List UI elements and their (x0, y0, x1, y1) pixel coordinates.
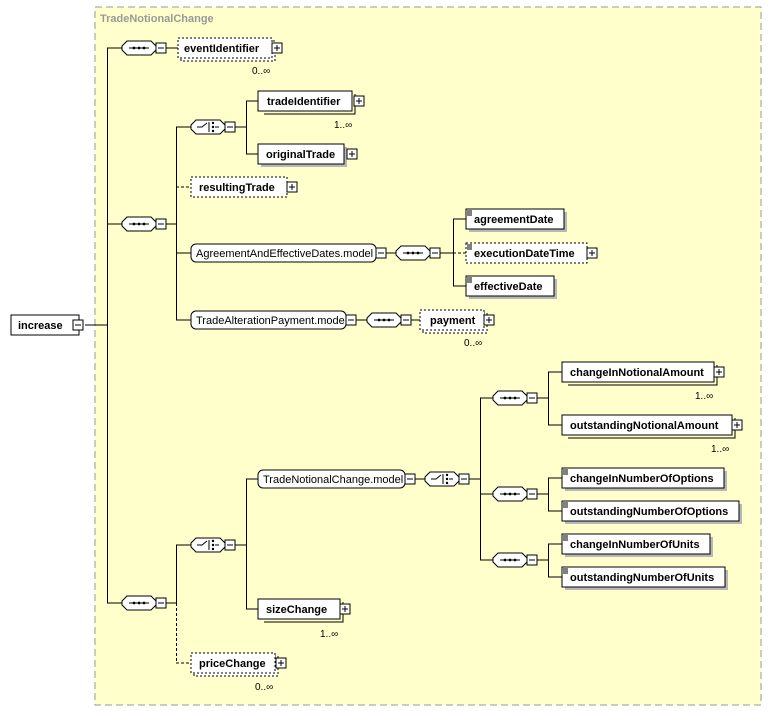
collapse-icon[interactable] (224, 121, 236, 133)
element-effective-date[interactable]: effectiveDate (465, 275, 557, 299)
element-size-change[interactable]: sizeChange 1..∞ (257, 598, 351, 640)
expand-icon[interactable] (713, 366, 725, 378)
svg-text:effectiveDate: effectiveDate (474, 281, 542, 293)
element-change-in-number-of-options[interactable]: changeInNumberOfOptions (561, 467, 727, 491)
choice-compositor-2[interactable] (190, 537, 236, 553)
svg-text:agreementDate: agreementDate (474, 214, 553, 226)
svg-text:TradeNotionalChange.model: TradeNotionalChange.model (263, 474, 403, 486)
simple-content-icon (563, 568, 568, 574)
simple-content-icon (467, 210, 472, 216)
sequence-compositor-2[interactable] (121, 216, 167, 232)
svg-text:changeInNumberOfUnits: changeInNumberOfUnits (570, 539, 700, 551)
element-price-change[interactable]: priceChange 0..∞ (190, 652, 287, 693)
element-change-in-notional-amount[interactable]: changeInNotionalAmount 1..∞ (561, 361, 725, 402)
svg-text:eventIdentifier: eventIdentifier (184, 43, 260, 55)
cardinality-label: 0..∞ (255, 682, 273, 693)
simple-content-icon (563, 502, 568, 508)
collapse-icon[interactable] (375, 247, 387, 259)
collapse-icon[interactable] (345, 314, 357, 326)
cardinality-label: 1..∞ (711, 444, 729, 455)
collapse-icon[interactable] (400, 314, 412, 326)
svg-text:TradeAlterationPayment.model: TradeAlterationPayment.model (196, 315, 347, 327)
expand-icon[interactable] (286, 181, 298, 193)
cardinality-label: 1..∞ (334, 120, 352, 131)
expand-icon[interactable] (271, 42, 283, 54)
collapse-icon[interactable] (72, 319, 84, 331)
collapse-icon[interactable] (155, 218, 167, 230)
element-agreement-date[interactable]: agreementDate (465, 208, 567, 232)
svg-text:changeInNumberOfOptions: changeInNumberOfOptions (570, 473, 714, 485)
cardinality-label: 0..∞ (464, 338, 482, 349)
collapse-icon[interactable] (155, 42, 167, 54)
element-payment[interactable]: payment 0..∞ (419, 309, 495, 349)
sequence-compositor-notional[interactable] (492, 390, 538, 406)
sequence-compositor-payment[interactable] (366, 312, 412, 328)
simple-content-icon (467, 277, 472, 283)
sequence-compositor-1[interactable] (121, 40, 167, 56)
element-original-trade[interactable]: originalTrade (257, 143, 358, 167)
expand-icon[interactable] (275, 657, 287, 669)
expand-icon[interactable] (353, 95, 365, 107)
svg-text:payment: payment (430, 315, 476, 327)
collapse-icon[interactable] (224, 539, 236, 551)
expand-icon[interactable] (339, 603, 351, 615)
element-outstanding-number-of-units[interactable]: outstandingNumberOfUnits (561, 566, 728, 590)
element-resulting-trade[interactable]: resultingTrade (190, 176, 298, 198)
svg-text:changeInNotionalAmount: changeInNotionalAmount (570, 367, 704, 379)
expand-icon[interactable] (586, 247, 598, 259)
type-title: TradeNotionalChange (100, 13, 214, 25)
choice-compositor-1[interactable] (190, 119, 236, 135)
svg-text:priceChange: priceChange (199, 658, 266, 670)
simple-content-icon (563, 469, 568, 475)
collapse-icon[interactable] (404, 473, 416, 485)
type-container (94, 6, 762, 706)
cardinality-label: 0..∞ (252, 66, 270, 77)
expand-icon[interactable] (731, 419, 743, 431)
sequence-compositor-agreement[interactable] (395, 245, 441, 261)
svg-text:outstandingNotionalAmount: outstandingNotionalAmount (570, 420, 719, 432)
svg-text:outstandingNumberOfUnits: outstandingNumberOfUnits (570, 572, 714, 584)
group-trade-notional-change[interactable]: TradeNotionalChange.model (257, 469, 416, 489)
collapse-icon[interactable] (526, 488, 538, 500)
element-outstanding-notional-amount[interactable]: outstandingNotionalAmount 1..∞ (561, 414, 743, 455)
cardinality-label: 1..∞ (320, 629, 338, 640)
optional-connectors (176, 186, 466, 664)
element-execution-date-time[interactable]: executionDateTime (465, 242, 598, 264)
collapse-icon[interactable] (526, 392, 538, 404)
group-trade-alteration-payment[interactable]: TradeAlterationPayment.model (190, 310, 357, 330)
svg-text:outstandingNumberOfOptions: outstandingNumberOfOptions (570, 506, 728, 518)
cardinality-label: 1..∞ (695, 391, 713, 402)
group-agreement-and-effective-dates[interactable]: AgreementAndEffectiveDates.model (190, 243, 387, 263)
svg-text:tradeIdentifier: tradeIdentifier (267, 96, 341, 108)
svg-text:executionDateTime: executionDateTime (474, 248, 575, 260)
collapse-icon[interactable] (458, 473, 470, 485)
simple-content-icon (467, 244, 472, 250)
element-event-identifier[interactable]: eventIdentifier 0..∞ (177, 37, 283, 77)
sequence-compositor-options[interactable] (492, 486, 538, 502)
element-change-in-number-of-units[interactable]: changeInNumberOfUnits (561, 533, 713, 557)
expand-icon[interactable] (483, 314, 495, 326)
svg-text:sizeChange: sizeChange (266, 604, 327, 616)
collapse-icon[interactable] (526, 554, 538, 566)
sequence-compositor-3[interactable] (121, 595, 167, 611)
collapse-icon[interactable] (429, 247, 441, 259)
element-trade-identifier[interactable]: tradeIdentifier 1..∞ (257, 90, 365, 131)
element-increase[interactable]: increase (10, 314, 84, 336)
simple-content-icon (563, 535, 568, 541)
svg-text:originalTrade: originalTrade (266, 149, 335, 161)
element-outstanding-number-of-options[interactable]: outstandingNumberOfOptions (561, 500, 742, 524)
expand-icon[interactable] (346, 148, 358, 160)
choice-compositor-3[interactable] (424, 471, 470, 487)
svg-text:AgreementAndEffectiveDates.mod: AgreementAndEffectiveDates.model (196, 248, 373, 260)
collapse-icon[interactable] (155, 597, 167, 609)
svg-text:resultingTrade: resultingTrade (199, 182, 275, 194)
svg-text:increase: increase (18, 320, 63, 332)
sequence-compositor-units[interactable] (492, 552, 538, 568)
